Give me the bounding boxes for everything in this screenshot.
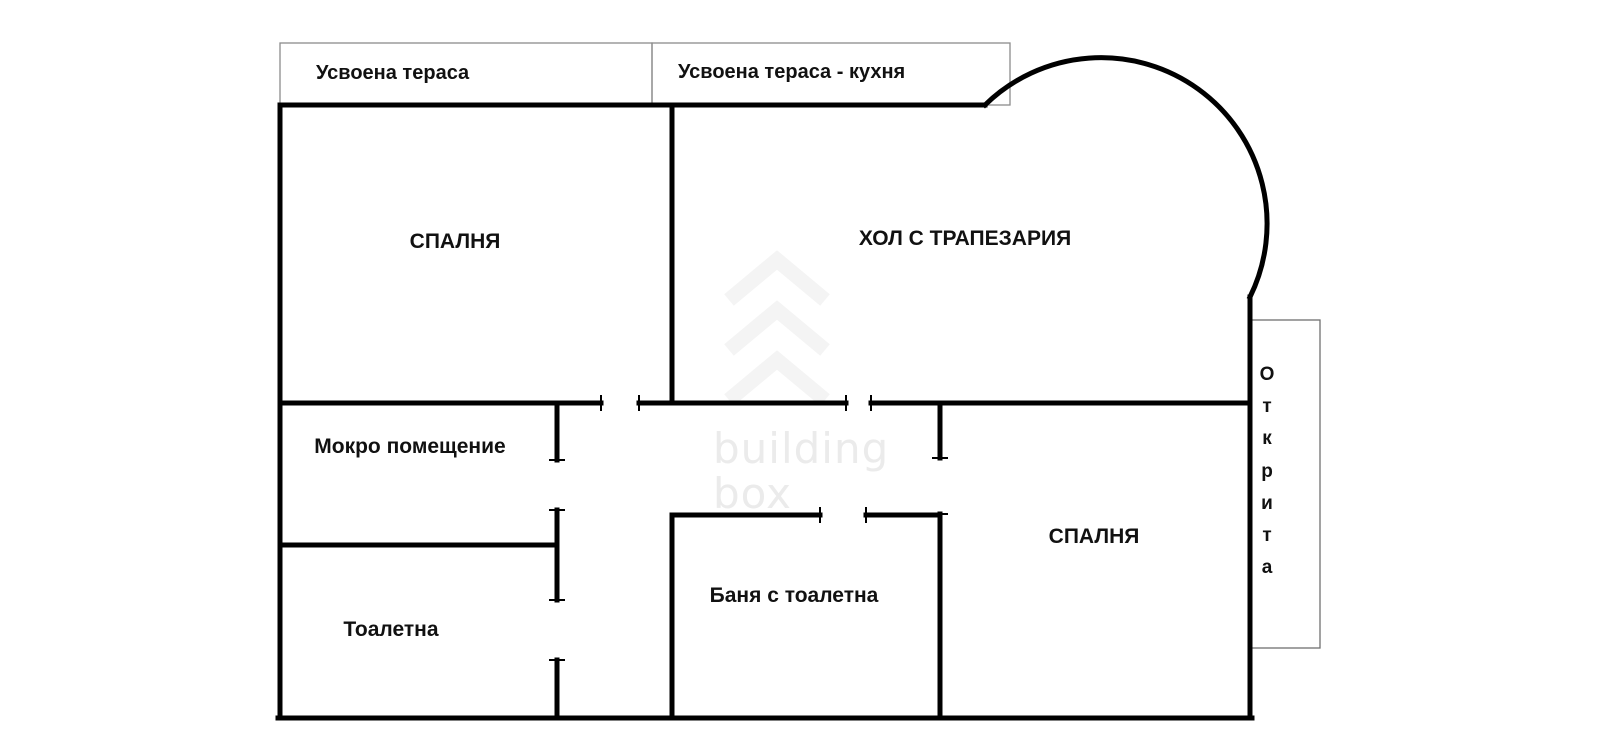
terrace-kitchen-label: Усвоена тераса - кухня — [678, 61, 905, 83]
watermark-chevron-1 — [724, 250, 830, 306]
watermark-logo-icon — [724, 250, 830, 406]
room-label-wet-room: Мокро помещение — [314, 435, 505, 458]
open-terrace-letter: О — [1260, 364, 1275, 385]
terrace-label: Усвоена тераса — [316, 62, 470, 84]
door-opening-ticks — [549, 395, 948, 661]
open-terrace-letter: и — [1261, 493, 1273, 514]
open-terrace-letter: а — [1262, 557, 1273, 578]
open-terrace-letter: р — [1261, 461, 1273, 482]
watermark-text-line1: building — [713, 424, 889, 473]
room-label-bedroom-top: СПАЛНЯ — [410, 230, 501, 253]
watermark-chevron-2 — [724, 300, 830, 356]
room-label-bedroom-bottom: СПАЛНЯ — [1049, 525, 1140, 548]
room-label-toilet: Тоалетна — [343, 618, 438, 641]
watermark-text-line2: box — [713, 469, 792, 518]
wall-curved-bay — [981, 55, 1270, 301]
open-terrace-letter: т — [1262, 525, 1271, 546]
open-terrace-box — [1248, 319, 1321, 649]
room-label-living-dining: ХОЛ С ТРАПЕЗАРИЯ — [859, 227, 1071, 250]
open-terrace-letter: т — [1262, 396, 1271, 417]
open-terrace-letter: к — [1262, 428, 1272, 449]
watermark-chevron-3 — [724, 350, 830, 406]
open-terrace-vertical-label: О т к р и т а — [1260, 364, 1275, 578]
room-label-bathroom: Баня с тоалетна — [710, 584, 879, 607]
